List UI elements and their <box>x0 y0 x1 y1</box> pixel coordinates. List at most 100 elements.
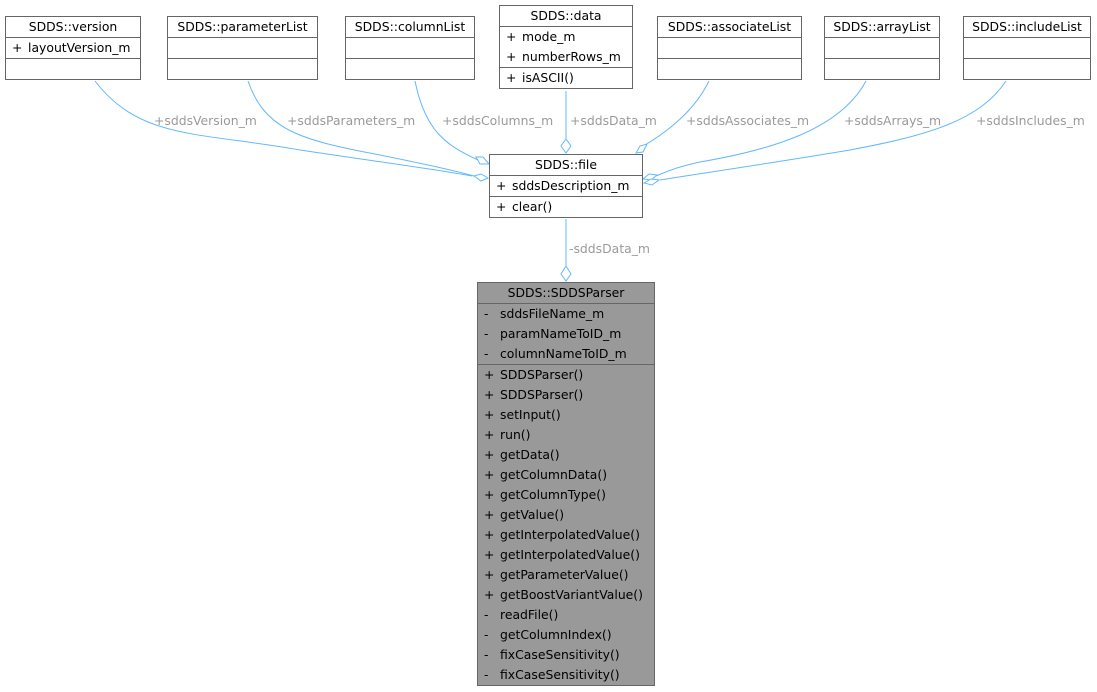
visibility: + <box>484 547 495 562</box>
attribute-name: sddsDescription_m <box>512 178 630 193</box>
visibility: + <box>506 49 517 64</box>
edge-label-arrayList: +sddsArrays_m <box>844 113 942 128</box>
visibility: + <box>496 199 507 214</box>
visibility: + <box>484 467 495 482</box>
method: + clear() <box>496 197 636 217</box>
edge-label-associateList: +sddsAssociates_m <box>686 113 810 128</box>
method-name: readFile() <box>500 607 559 622</box>
visibility: - <box>484 346 489 361</box>
edge-label-version: +sddsVersion_m <box>154 113 257 128</box>
attributes-section <box>825 37 939 58</box>
method-name: setInput() <box>500 407 561 422</box>
method-name: getParameterValue() <box>500 567 629 582</box>
visibility: + <box>484 367 495 382</box>
visibility: + <box>484 407 495 422</box>
attribute: +layoutVersion_m <box>12 38 134 58</box>
visibility: - <box>484 667 489 682</box>
visibility: + <box>484 527 495 542</box>
method: +getColumnData() <box>484 465 648 485</box>
visibility: - <box>484 306 489 321</box>
method: +getData() <box>484 445 648 465</box>
method: + getParameterValue() <box>484 565 648 585</box>
visibility: - <box>484 647 489 662</box>
methods-section <box>346 58 474 79</box>
edge-columnList-file <box>414 80 479 161</box>
visibility: + <box>484 507 495 522</box>
attributes-section <box>964 37 1090 58</box>
edge-label-file-parser: -sddsData_m <box>569 241 650 256</box>
attribute-name: layoutVersion_m <box>28 40 131 55</box>
class-title: SDDS::columnList <box>354 19 466 34</box>
attributes-section: -sddsFileName_m-paramNameToID_m-columnNa… <box>478 303 654 364</box>
attribute-name: mode_m <box>522 29 576 44</box>
method: -fixCaseSensitivity() <box>484 665 648 685</box>
visibility: + <box>484 447 495 462</box>
edge-label-includeList: +sddsIncludes_m <box>976 113 1085 128</box>
attributes-section <box>168 37 317 58</box>
method-name: getInterpolatedValue() <box>500 547 640 562</box>
method: + isASCII() <box>506 68 626 88</box>
methods-section <box>6 58 140 79</box>
class-columnList[interactable]: SDDS::columnList <box>345 16 475 80</box>
visibility: - <box>484 627 489 642</box>
class-parser[interactable]: SDDS::SDDSParser -sddsFileName_m-paramNa… <box>477 282 655 686</box>
visibility: + <box>484 487 495 502</box>
visibility: + <box>506 70 517 85</box>
methods-section: +SDDSParser()+SDDSParser()+setInput()+ru… <box>478 364 654 685</box>
class-title: SDDS::file <box>534 157 598 172</box>
attributes-section: +layoutVersion_m <box>6 37 140 58</box>
method-name: getColumnIndex() <box>500 627 612 642</box>
attribute: -sddsFileName_m <box>484 304 648 324</box>
class-title: SDDS::version <box>28 19 118 34</box>
method: -readFile() <box>484 605 648 625</box>
methods-section: + isASCII() <box>500 67 632 88</box>
method-name: getValue() <box>500 507 565 522</box>
edge-label-data: +sddsData_m <box>570 113 657 128</box>
visibility: + <box>484 387 495 402</box>
method: + getValue() <box>484 505 648 525</box>
class-parameterList[interactable]: SDDS::parameterList <box>167 16 318 80</box>
method: + setInput() <box>484 405 648 425</box>
attribute: +numberRows_m <box>506 47 626 67</box>
visibility: + <box>484 567 495 582</box>
class-arrayList[interactable]: SDDS::arrayList <box>824 16 940 80</box>
visibility: + <box>506 29 517 44</box>
method: +SDDSParser() <box>484 385 648 405</box>
class-file[interactable]: SDDS::file +sddsDescription_m + clear() <box>489 154 643 218</box>
class-associateList[interactable]: SDDS::associateList <box>657 16 802 80</box>
methods-section: + clear() <box>490 196 642 217</box>
method-name: clear() <box>512 199 553 214</box>
method: + getInterpolatedValue() <box>484 525 648 545</box>
class-includeList[interactable]: SDDS::includeList <box>963 16 1091 80</box>
class-version[interactable]: SDDS::version +layoutVersion_m <box>5 16 141 80</box>
method-name: fixCaseSensitivity() <box>500 667 620 682</box>
aggregation-diamond-columnList <box>475 156 491 165</box>
method-name: getInterpolatedValue() <box>500 527 640 542</box>
attributes-section <box>346 37 474 58</box>
attribute-name: sddsFileName_m <box>500 306 605 321</box>
class-title: SDDS::SDDSParser <box>507 285 625 300</box>
attribute-name: paramNameToID_m <box>500 326 622 341</box>
attributes-section: +sddsDescription_m <box>490 175 642 196</box>
class-title: SDDS::includeList <box>972 19 1082 34</box>
method: -fixCaseSensitivity() <box>484 645 648 665</box>
attributes-section <box>658 37 801 58</box>
method: +getColumnType() <box>484 485 648 505</box>
method: -getColumnIndex() <box>484 625 648 645</box>
method-name: isASCII() <box>522 70 574 85</box>
methods-section <box>825 58 939 79</box>
edge-label-parameterList: +sddsParameters_m <box>287 113 416 128</box>
edge-arrayList-file <box>655 80 867 177</box>
class-data[interactable]: SDDS::data +mode_m +numberRows_m +isASCI… <box>499 5 633 89</box>
aggregation-diamond-data <box>560 138 572 154</box>
edge-associateList-file <box>644 80 710 146</box>
class-title: SDDS::parameterList <box>177 19 308 34</box>
attribute: + mode_m <box>506 27 626 47</box>
method-name: getBoostVariantValue() <box>500 587 643 602</box>
attribute-name: columnNameToID_m <box>500 346 627 361</box>
method: +getBoostVariantValue() <box>484 585 648 605</box>
edge-includeList-file <box>659 80 1007 181</box>
visibility: - <box>484 326 489 341</box>
methods-section <box>658 58 801 79</box>
